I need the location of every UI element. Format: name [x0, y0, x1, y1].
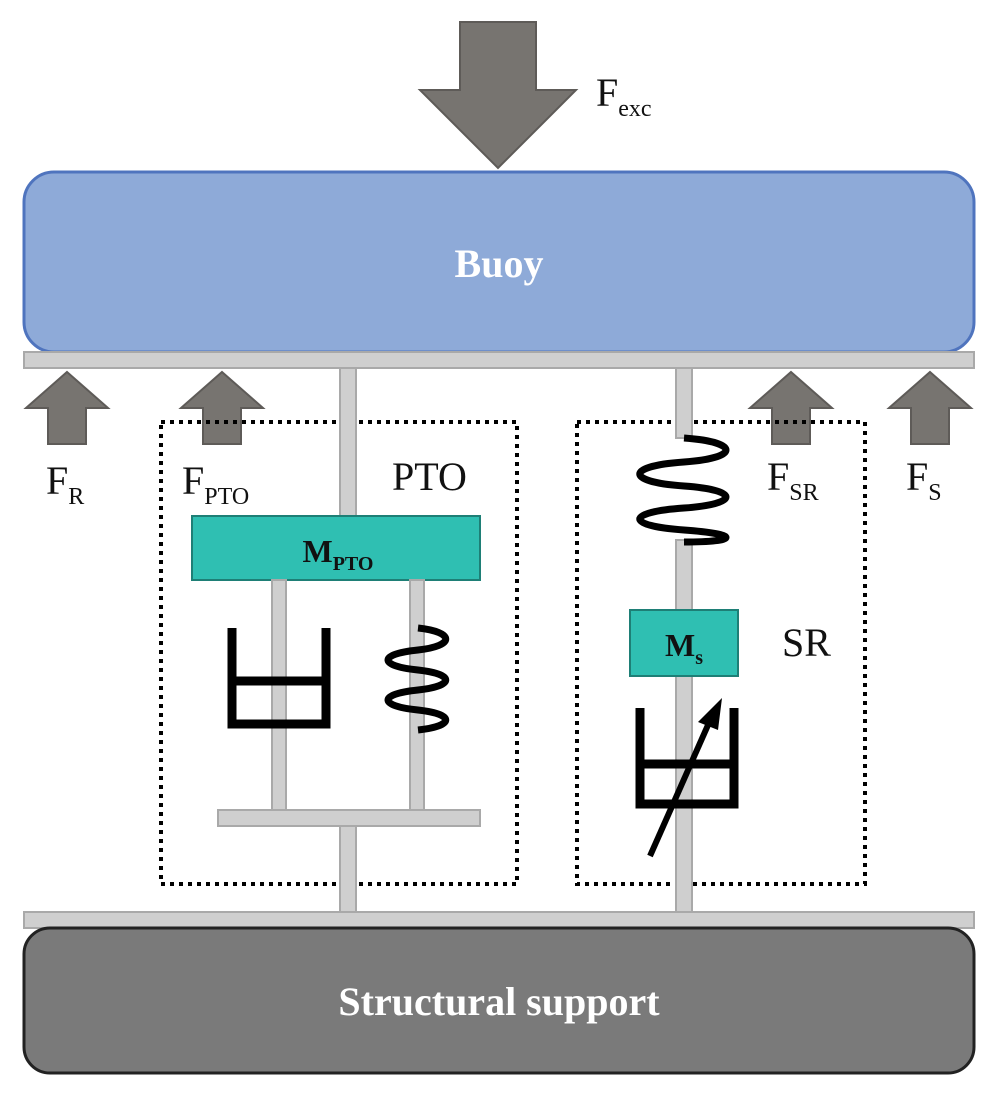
- radiation-force-arrow: [23, 370, 111, 445]
- pto-base-plate: [217, 809, 481, 827]
- stiffness-force-arrow: [886, 370, 974, 445]
- structural-support-block: [22, 926, 976, 1075]
- pto-spring-icon: [384, 624, 450, 734]
- sr-mass-block: [629, 609, 739, 677]
- sr-dotted-box: [575, 420, 867, 886]
- stiffness-force-label: FS: [906, 454, 942, 506]
- excitation-force-label: Fexc: [596, 70, 652, 122]
- pto-force-arrow: [178, 370, 266, 445]
- pto-force-label: FPTO: [182, 458, 249, 510]
- pto-damper-icon: [227, 628, 331, 729]
- radiation-force-label: FR: [46, 458, 84, 510]
- pto-lower-rod: [339, 825, 357, 913]
- sr-variable-damper-icon: [635, 708, 739, 809]
- pto-box-label: PTO: [392, 454, 467, 499]
- pto-mass-label: MPTO: [303, 533, 374, 575]
- sr-force-arrow: [747, 370, 835, 445]
- sr-variable-arrow-shaft-icon: [647, 714, 715, 858]
- pto-damper-leg: [271, 579, 287, 811]
- sr-middle-rod: [675, 539, 693, 611]
- buoy-bar: [23, 351, 975, 369]
- sr-mass-label: Ms: [665, 627, 703, 669]
- sr-variable-arrowhead-icon: [698, 698, 722, 730]
- pto-spring-leg: [409, 579, 425, 811]
- structural-support-label: Structural support: [338, 979, 660, 1024]
- sr-spring-icon: [636, 434, 730, 546]
- sr-upper-rod: [675, 367, 693, 439]
- sr-force-label: FSR: [767, 454, 819, 506]
- buoy-label: Buoy: [455, 241, 544, 286]
- sr-box-label: SR: [782, 620, 831, 665]
- pto-upper-rod: [339, 367, 357, 517]
- excitation-force-arrow: [417, 21, 579, 170]
- pto-mass-block: [191, 515, 481, 581]
- support-bar: [23, 911, 975, 929]
- pto-dotted-box: [159, 420, 519, 886]
